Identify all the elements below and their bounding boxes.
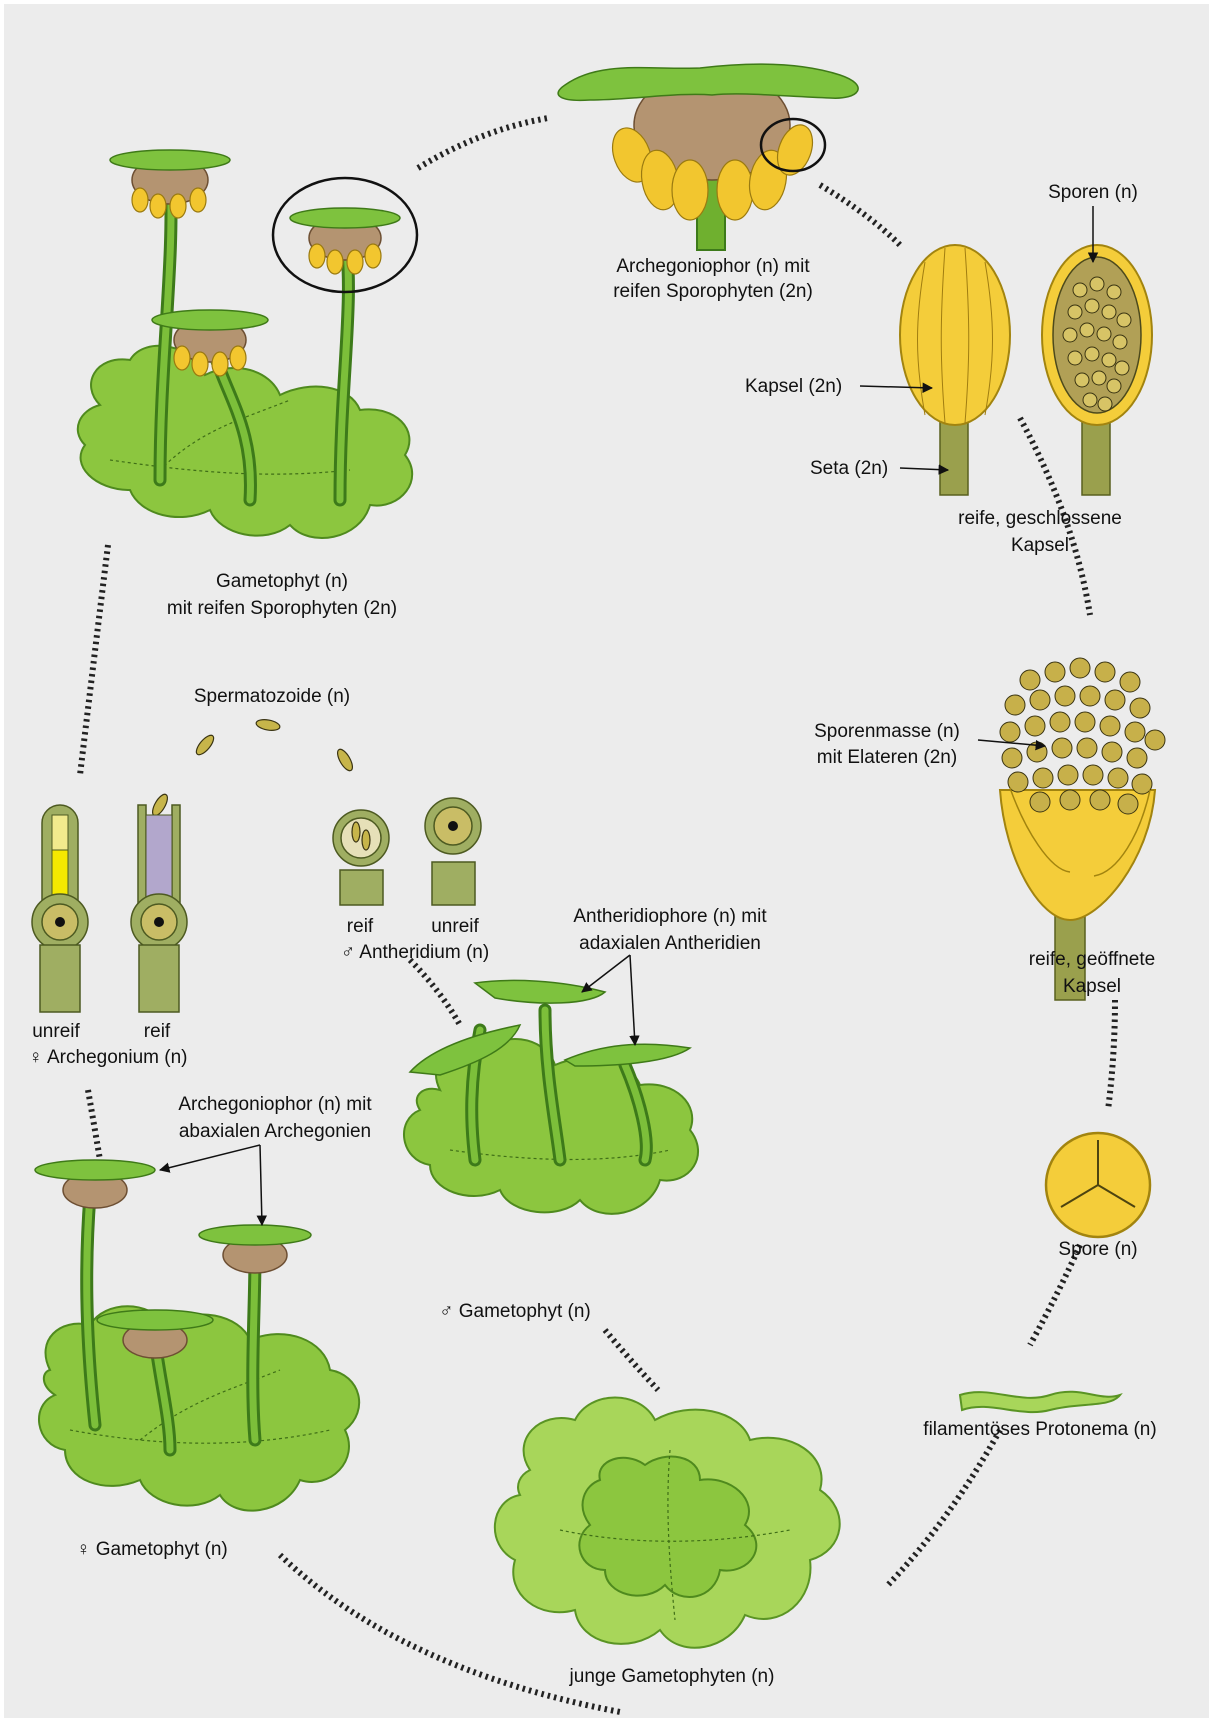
label-kapsel: Kapsel (2n) xyxy=(745,376,842,397)
archegonium-reif-illustration xyxy=(131,805,187,1012)
label-reife-geschlossene-1: reife, geschlossene xyxy=(958,508,1122,529)
label-sporenmasse-1: Sporenmasse (n) xyxy=(814,721,960,742)
label-gametophyt-reif-2: mit reifen Sporophyten (2n) xyxy=(167,598,397,619)
label-spore: Spore (n) xyxy=(1058,1239,1137,1260)
label-protonema: filamentöses Protonema (n) xyxy=(923,1419,1156,1440)
label-archegoniophor-abaxial-1: Archegoniophor (n) mit xyxy=(178,1094,372,1115)
label-seta: Seta (2n) xyxy=(810,458,888,479)
label-gametophyt-reif-1: Gametophyt (n) xyxy=(216,571,348,592)
label-female-gametophyt: ♀ Gametophyt (n) xyxy=(76,1539,228,1560)
label-reife-geoeffnete-1: reife, geöffnete xyxy=(1029,949,1155,970)
spore-illustration xyxy=(1046,1133,1150,1237)
label-spermatozoide: Spermatozoide (n) xyxy=(194,686,350,707)
label-archegonium: ♀ Archegonium (n) xyxy=(29,1047,188,1068)
label-reife-geschlossene-2: Kapsel xyxy=(1011,535,1069,556)
label-antheridium-reif: reif xyxy=(347,916,374,937)
label-sporenmasse-2: mit Elateren (2n) xyxy=(817,747,957,768)
label-antheridiophore-1: Antheridiophore (n) mit xyxy=(573,906,767,927)
label-junge-gametophyten: junge Gametophyten (n) xyxy=(569,1666,775,1687)
label-sporen: Sporen (n) xyxy=(1048,182,1138,203)
label-antheridiophore-2: adaxialen Antheridien xyxy=(579,933,761,954)
label-archegonium-unreif: unreif xyxy=(32,1021,80,1042)
label-antheridium-unreif: unreif xyxy=(431,916,479,937)
label-archegoniophor-reif-2: reifen Sporophyten (2n) xyxy=(613,281,813,302)
label-antheridium: ♂ Antheridium (n) xyxy=(341,942,489,963)
label-reife-geoeffnete-2: Kapsel xyxy=(1063,976,1121,997)
label-archegonium-reif: reif xyxy=(144,1021,171,1042)
antheridium-reif-illustration xyxy=(333,810,389,905)
label-archegoniophor-reif-1: Archegoniophor (n) mit xyxy=(616,256,810,277)
label-archegoniophor-abaxial-2: abaxialen Archegonien xyxy=(179,1121,371,1142)
label-male-gametophyt: ♂ Gametophyt (n) xyxy=(439,1301,591,1322)
